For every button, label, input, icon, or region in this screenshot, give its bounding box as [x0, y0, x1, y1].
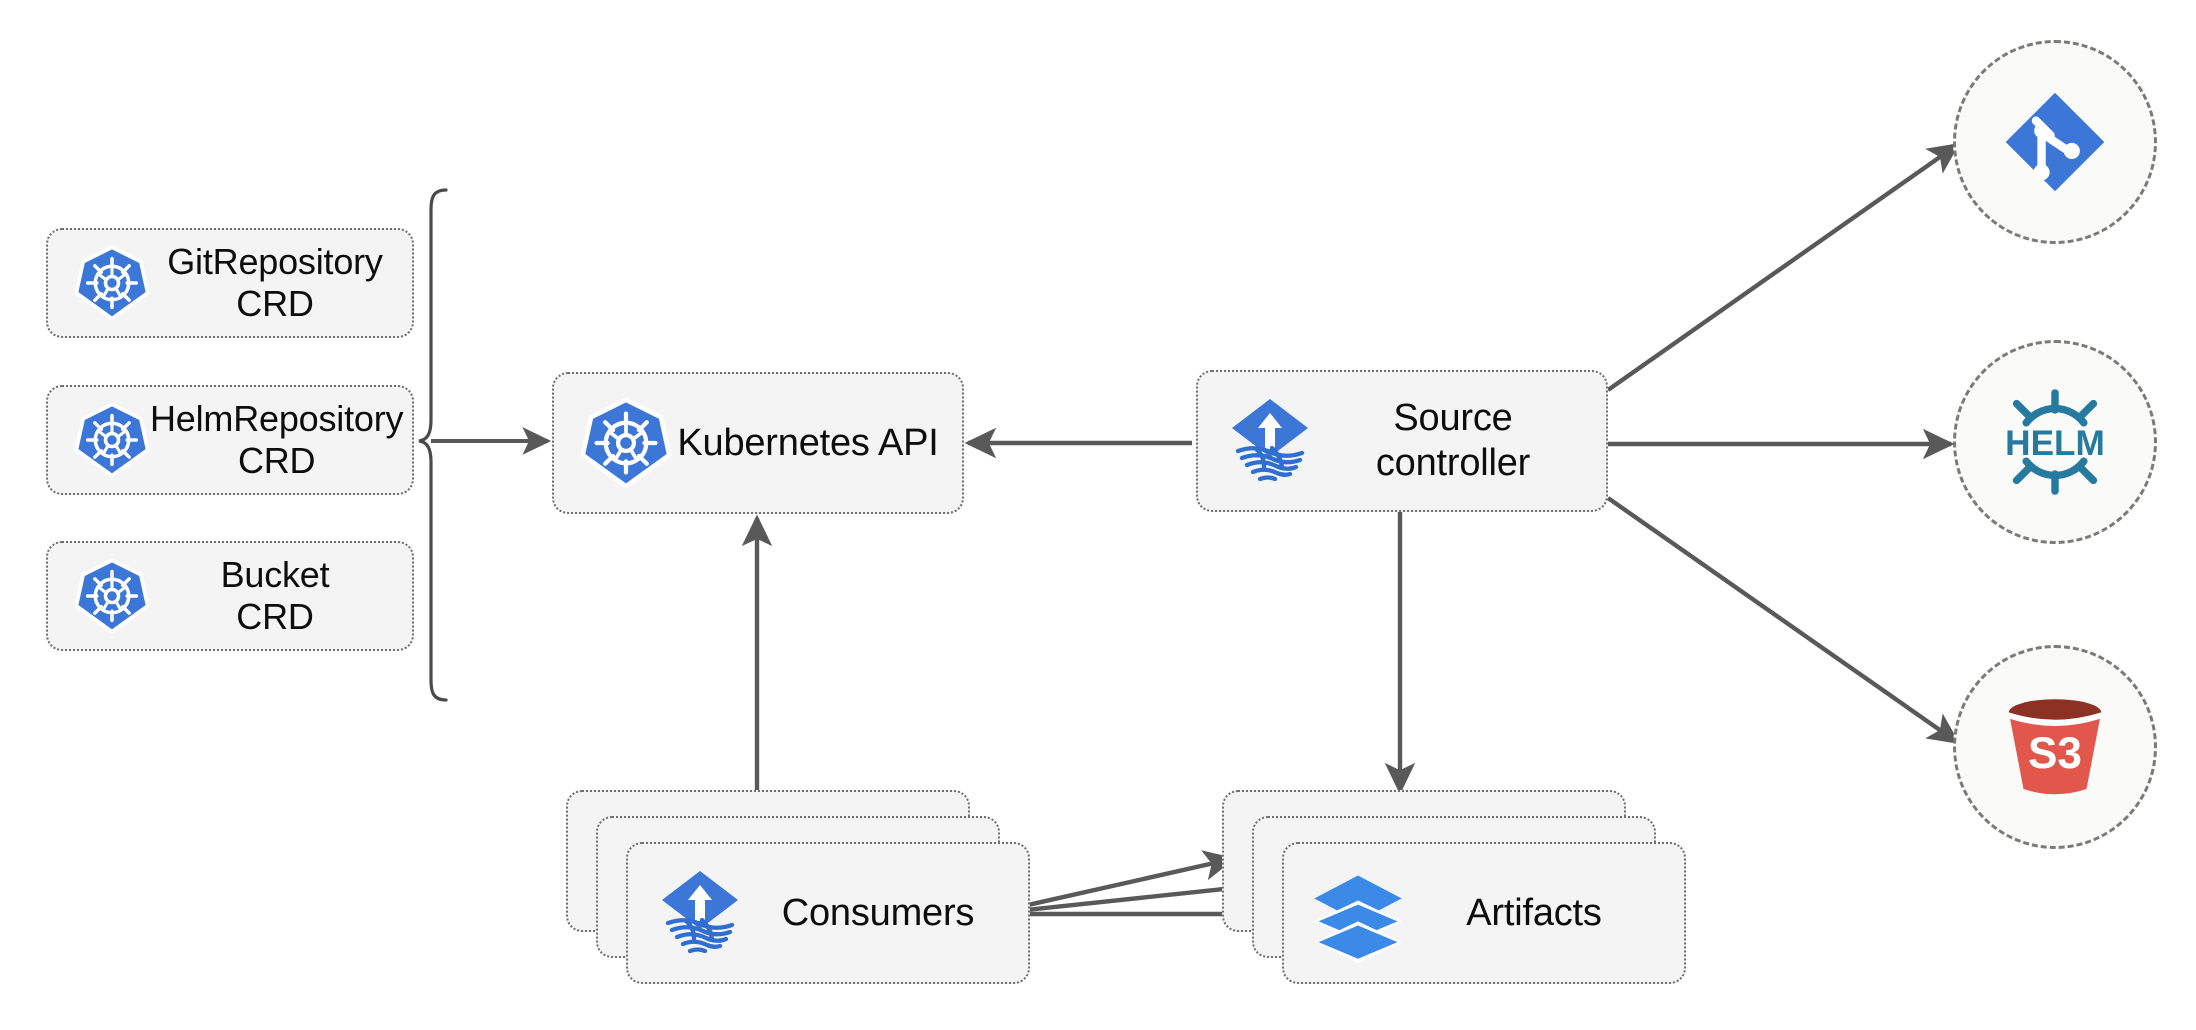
s3-icon: S3 — [1992, 684, 2118, 810]
node-label: Consumers — [781, 891, 975, 934]
target-git[interactable] — [1953, 40, 2157, 244]
card-bucket-crd[interactable]: Bucket CRD — [46, 541, 414, 651]
node-label: Artifacts — [1466, 891, 1602, 934]
flux-icon — [650, 863, 750, 963]
kubernetes-icon — [74, 558, 150, 634]
helm-label: HELM — [2005, 424, 2105, 463]
target-s3[interactable]: S3 — [1953, 645, 2157, 849]
card-gitrepository-crd[interactable]: GitRepository CRD — [46, 228, 414, 338]
node-artifacts[interactable]: Artifacts — [1282, 842, 1686, 984]
git-icon — [1999, 86, 2111, 198]
node-kubernetes-api[interactable]: Kubernetes API — [552, 372, 964, 514]
card-label: HelmRepository CRD — [150, 397, 404, 481]
card-helmrepository-crd[interactable]: HelmRepository CRD — [46, 385, 414, 495]
node-label: Kubernetes API — [677, 421, 939, 464]
node-source-controller[interactable]: Source controller — [1196, 370, 1608, 512]
node-label: Source controller — [1375, 397, 1531, 484]
edge-source-to-s3 — [1606, 496, 1960, 745]
target-helm[interactable]: HELM — [1953, 340, 2157, 544]
layers-icon — [1306, 861, 1410, 965]
helm-icon: HELM — [1991, 378, 2119, 506]
card-label: Bucket CRD — [220, 553, 330, 637]
edge-source-to-git — [1606, 142, 1960, 392]
flux-icon — [1220, 391, 1320, 491]
crd-brace — [418, 188, 448, 702]
card-label: GitRepository CRD — [167, 240, 383, 324]
s3-label: S3 — [2028, 729, 2082, 778]
node-consumers[interactable]: Consumers — [626, 842, 1030, 984]
kubernetes-icon — [74, 402, 150, 478]
kubernetes-icon — [74, 245, 150, 321]
kubernetes-icon — [580, 397, 672, 489]
